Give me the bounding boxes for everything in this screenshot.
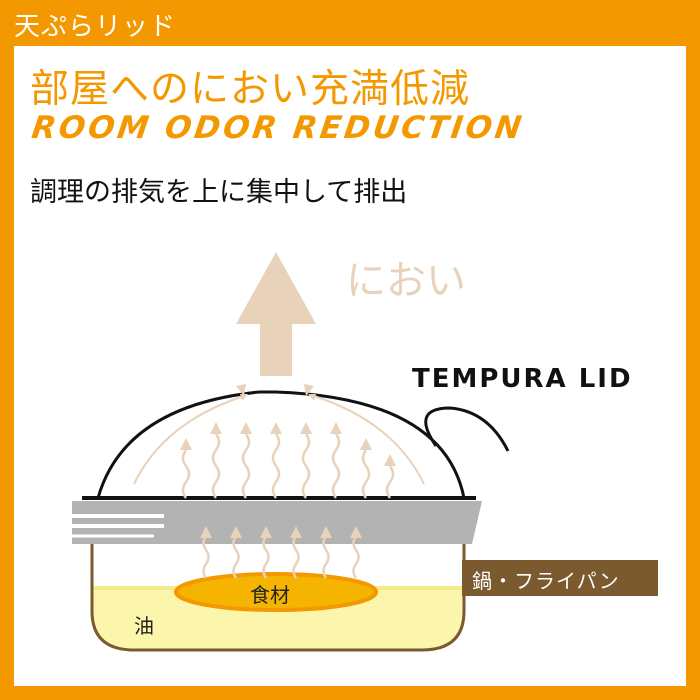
steam-arrowheads-dome [180,422,396,466]
food-label: 食材 [250,583,290,607]
odor-exhaust-arrow [236,252,316,376]
circulation-arrow [236,384,246,396]
lid-handle [424,406,510,452]
circulation-arrow [240,394,248,401]
steam-arrows-pan [202,535,360,579]
header-bar: 天ぷらリッド [0,0,700,46]
lid-rim [72,501,482,544]
steam-arrowheads-pan [200,526,362,538]
circulation-arrow [313,395,425,485]
tempura-lid-diagram [72,252,510,652]
pan-body [90,532,466,652]
header-title: 天ぷらリッド [14,12,177,42]
pan-label-box: 鍋・フライパン [462,560,658,596]
circulation-arrow [304,384,314,396]
lid-dome [96,390,466,499]
tempura-lid-label: TEMPURA LID [412,364,633,394]
circulation-arrow [308,394,316,401]
steam-arrows-dome [181,433,395,499]
main-title: 部屋へのにおい充満低減 [30,67,471,112]
circulation-arrow [133,395,245,485]
description-text: 調理の排気を上に集中して排出 [30,177,408,208]
odor-label: におい [346,258,466,304]
oil-label: 油 [134,614,154,638]
pan-label: 鍋・フライパン [472,569,620,593]
food-ellipse [174,572,378,612]
content-panel: 部屋へのにおい充満低減 ROOM ODOR REDUCTION 調理の排気を上に… [14,46,686,686]
